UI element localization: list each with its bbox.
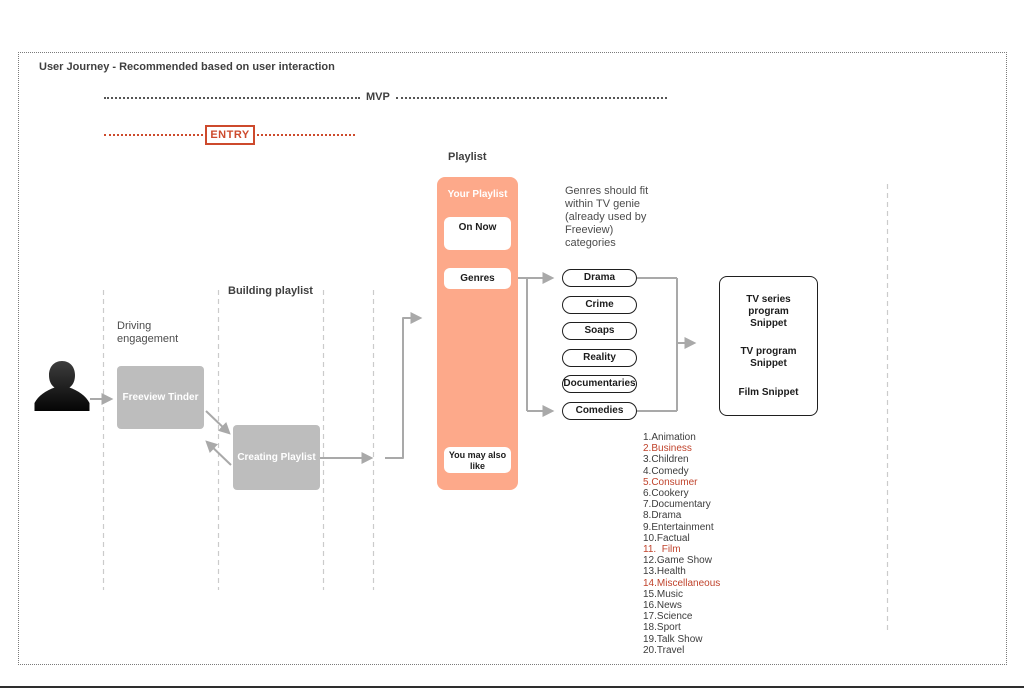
genre-list-item: 8.Drama [643,510,682,522]
genre-button-comedies[interactable]: Comedies [562,401,637,420]
genre-list-item: 18.Sport [643,622,681,634]
genre-list-item: 20.Travel [643,644,685,656]
genre-list-item: 1.Animation [643,432,696,443]
genre-list-item: 5.Consumer [643,476,698,488]
mvp-divider-line-left [104,97,360,99]
page-title: User Journey - Recommended based on user… [39,61,335,73]
genre-button-soaps[interactable]: Soaps [562,322,637,341]
mvp-divider-line-right [396,97,667,99]
snippet-label: Film Snippet [738,386,799,398]
genre-button-reality[interactable]: Reality [562,348,637,367]
mvp-label: MVP [366,91,390,103]
genre-list-item: 11. Film [643,544,681,556]
genre-list-item: 19.Talk Show [643,633,703,645]
playlist-panel-title: Your Playlist [447,189,508,200]
snippet-box: TV series program Snippet TV program Snip… [719,276,818,416]
genres-button[interactable]: Genres [444,268,511,289]
genre-list-item: 12.Game Show [643,555,712,567]
entry-badge: ENTRY [205,125,255,145]
genre-list-item: 17.Science [643,611,693,623]
genre-list-item: 3.Children [643,454,689,466]
snippet-label: TV series program Snippet [746,293,791,329]
on-now-button[interactable]: On Now [444,217,511,250]
genres-note: Genres should fit within TV genie (alrea… [565,185,649,249]
genre-list-item: 2.Business [643,443,692,455]
playlist-panel: Your Playlist On Now Genres You may also… [437,177,518,490]
building-playlist-label: Building playlist [228,285,313,297]
freeview-tinder-node[interactable]: Freeview Tinder [117,366,204,429]
genre-list-item: 15.Music [643,588,684,600]
genre-list-item: 10.Factual [643,532,690,544]
genre-list-item: 13.Health [643,566,686,578]
genre-list-item: 4.Comedy [643,465,689,477]
genre-list-item: 6.Cookery [643,488,689,500]
driving-engagement-label: Driving engagement [117,320,179,345]
diagram-border [18,52,1007,665]
genre-button-drama[interactable]: Drama [562,269,637,287]
genre-list-item: 7.Documentary [643,499,711,511]
snippet-label: TV program Snippet [740,346,797,369]
genre-button-crime[interactable]: Crime [562,295,637,314]
genre-list-item: 14.Miscellaneous [643,577,721,589]
genre-list-item: 9.Entertainment [643,521,714,533]
person-icon [34,361,90,411]
creating-playlist-node[interactable]: Creating Playlist [233,425,320,490]
you-may-also-like-button[interactable]: You may also like [444,447,511,473]
window-bottom-edge [0,686,1024,688]
genre-list-item: 16.News [643,600,682,612]
genre-button-documentaries[interactable]: Documentaries [562,375,637,394]
playlist-heading: Playlist [448,151,487,163]
